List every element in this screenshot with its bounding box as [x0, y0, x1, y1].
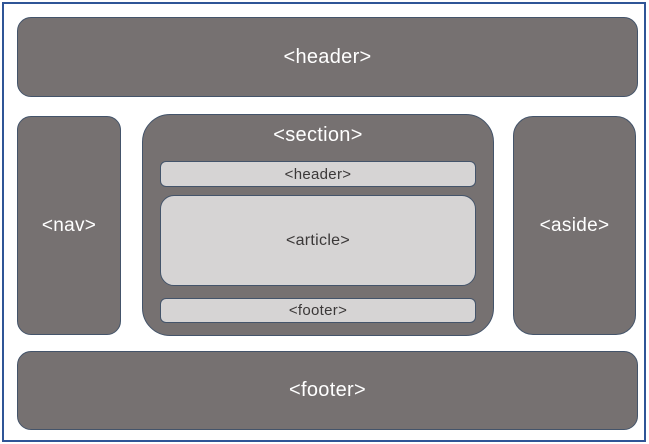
section-inner-footer-block: <footer>: [160, 298, 476, 323]
article-block: <article>: [160, 195, 476, 286]
section-inner-header-label: <header>: [284, 165, 352, 183]
aside-label: <aside>: [539, 214, 610, 236]
nav-block: <nav>: [17, 116, 121, 335]
section-block: <section> <header> <article> <footer>: [142, 114, 494, 336]
header-label: <header>: [283, 45, 372, 68]
nav-label: <nav>: [41, 214, 97, 236]
aside-block: <aside>: [513, 116, 636, 335]
section-inner-footer-label: <footer>: [288, 302, 348, 319]
section-inner-header-block: <header>: [160, 161, 476, 187]
header-block: <header>: [17, 17, 638, 97]
footer-label: <footer>: [289, 379, 366, 401]
article-label: <article>: [285, 231, 351, 249]
section-label: <section>: [273, 124, 363, 146]
footer-block: <footer>: [17, 351, 638, 430]
